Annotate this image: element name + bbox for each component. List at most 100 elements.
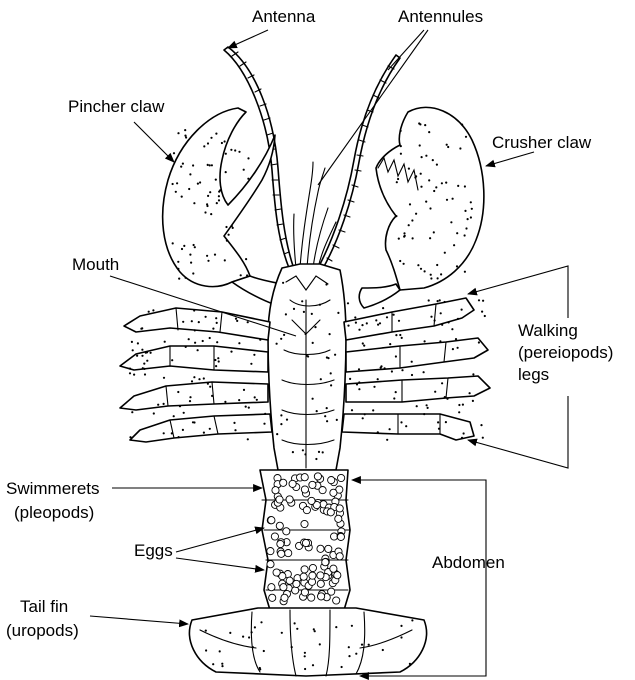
stipple-dot: [211, 395, 213, 397]
stipple-dot: [129, 368, 131, 370]
stipple-dot: [395, 334, 397, 336]
egg: [330, 489, 337, 496]
stipple-dot: [292, 451, 294, 453]
egg: [292, 587, 299, 594]
stipple-dot: [234, 429, 236, 431]
stipple-dot: [206, 255, 208, 257]
stipple-dot: [231, 225, 233, 227]
stipple-dot: [336, 419, 338, 421]
label-walking-3: legs: [518, 365, 549, 384]
stipple-dot: [207, 383, 209, 385]
stipple-dot: [238, 151, 240, 153]
stipple-dot: [245, 406, 247, 408]
stipple-dot: [324, 415, 326, 417]
stipple-dot: [401, 369, 403, 371]
stipple-dot: [425, 155, 427, 157]
stipple-dot: [314, 326, 316, 328]
stipple-dot: [229, 632, 231, 634]
stipple-dot: [194, 246, 196, 248]
stipple-dot: [382, 649, 384, 651]
stipple-dot: [481, 311, 483, 313]
stipple-dot: [429, 207, 431, 209]
stipple-dot: [204, 211, 206, 213]
stipple-dot: [415, 175, 417, 177]
stipple-dot: [315, 458, 317, 460]
stipple-dot: [399, 260, 401, 262]
stipple-dot: [398, 320, 400, 322]
egg: [330, 565, 337, 572]
stipple-dot: [395, 215, 397, 217]
stipple-dot: [218, 195, 220, 197]
stipple-dot: [467, 218, 469, 220]
label-antennules: Antennules: [398, 7, 483, 26]
stipple-dot: [452, 348, 454, 350]
stipple-dot: [189, 400, 191, 402]
label-walking-2: (pereiopods): [518, 343, 613, 362]
stipple-dot: [248, 407, 250, 409]
stipple-dot: [131, 341, 133, 343]
stipple-dot: [176, 182, 178, 184]
stipple-dot: [472, 400, 474, 402]
stipple-dot: [457, 185, 459, 187]
stipple-dot: [199, 181, 201, 183]
egg: [336, 505, 343, 512]
stipple-dot: [330, 372, 332, 374]
stipple-dot: [246, 274, 248, 276]
stipple-dot: [347, 302, 349, 304]
stipple-dot: [439, 340, 441, 342]
stipple-dot: [248, 636, 250, 638]
stipple-dot: [425, 201, 427, 203]
stipple-dot: [356, 383, 358, 385]
stipple-dot: [416, 405, 418, 407]
stipple-dot: [437, 277, 439, 279]
pincher-claw: [163, 108, 284, 306]
egg: [293, 580, 300, 587]
stipple-dot: [471, 208, 473, 210]
stipple-dot: [180, 166, 182, 168]
stipple-dot: [319, 304, 321, 306]
egg: [308, 497, 315, 504]
stipple-dot: [225, 171, 227, 173]
stipple-dot: [366, 322, 368, 324]
stipple-dot: [400, 625, 402, 627]
stipple-dot: [276, 433, 278, 435]
stipple-dot: [219, 189, 221, 191]
stipple-dot: [440, 312, 442, 314]
egg: [317, 545, 324, 552]
stipple-dot: [283, 334, 285, 336]
stipple-dot: [441, 324, 443, 326]
stipple-dot: [183, 245, 185, 247]
stipple-dot: [181, 248, 183, 250]
stipple-dot: [327, 357, 329, 359]
stipple-dot: [221, 665, 223, 667]
stipple-dot: [440, 273, 442, 275]
stipple-dot: [415, 213, 417, 215]
stipple-dot: [341, 666, 343, 668]
stipple-dot: [209, 386, 211, 388]
stipple-dot: [226, 240, 228, 242]
stipple-dot: [193, 309, 195, 311]
stipple-dot: [482, 300, 484, 302]
stipple-dot: [188, 338, 190, 340]
stipple-dot: [389, 343, 391, 345]
stipple-dot: [335, 626, 337, 628]
label-pincher-claw: Pincher claw: [68, 97, 165, 116]
egg: [309, 572, 316, 579]
stipple-dot: [312, 398, 314, 400]
stipple-dot: [305, 333, 307, 335]
stipple-dot: [209, 164, 211, 166]
stipple-dot: [182, 163, 184, 165]
stipple-dot: [452, 198, 454, 200]
stipple-dot: [183, 412, 185, 414]
stipple-dot: [484, 315, 486, 317]
stipple-dot: [329, 333, 331, 335]
stipple-dot: [193, 376, 195, 378]
stipple-dot: [304, 453, 306, 455]
stipple-dot: [320, 378, 322, 380]
stipple-dot: [177, 132, 179, 134]
label-tail-fin-group: Tail fin (uropods): [6, 597, 188, 640]
stipple-dot: [437, 421, 439, 423]
stipple-dot: [400, 636, 402, 638]
stipple-dot: [445, 182, 447, 184]
stipple-dot: [428, 299, 430, 301]
